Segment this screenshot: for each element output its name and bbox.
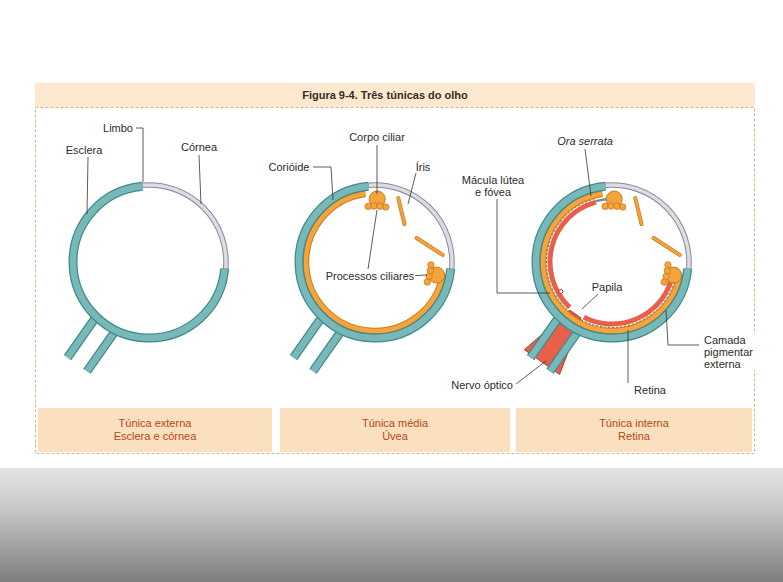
title-band (35, 83, 755, 107)
band-text: Túnica média (362, 417, 428, 430)
choroid (306, 194, 443, 331)
pigment-layer (547, 199, 675, 328)
nerve-sheath (294, 317, 323, 358)
nerve-sheath (550, 330, 579, 371)
part-label: Nervo óptico (450, 379, 514, 391)
leader-line (136, 128, 143, 182)
ciliary-process (365, 203, 371, 209)
nerve-sheath (531, 317, 560, 358)
leader-line (585, 149, 591, 196)
iris (654, 238, 680, 255)
cornea (143, 185, 226, 268)
sclera (531, 185, 689, 371)
figure-title: Figura 9-4. Três túnicas do olho (302, 88, 468, 102)
ciliary-process (424, 279, 430, 285)
part-label: Camada pigmentar externa (703, 334, 767, 370)
nerve-sheath (68, 317, 97, 358)
leader-line (377, 145, 378, 194)
ciliary-process (427, 268, 433, 274)
band-text: Úvea (382, 430, 408, 443)
part-label: Íris (415, 161, 432, 173)
part-label: Retina (633, 384, 667, 396)
part-label: Corpo ciliar (348, 131, 406, 143)
leader-line (199, 155, 201, 204)
iris-outline (398, 198, 404, 224)
ciliary-process (664, 268, 670, 274)
uvea (543, 191, 682, 331)
cornea (369, 185, 452, 268)
tunic-band: Túnica internaRetina (516, 408, 752, 452)
nerve-sheath (87, 330, 116, 371)
leader-line (368, 210, 377, 269)
ciliary-process (614, 203, 620, 209)
nerve-sheath (68, 317, 97, 358)
nerve-sheath (294, 317, 323, 358)
ciliary-process (428, 262, 434, 268)
choroid (543, 194, 680, 331)
part-label: Limbo (102, 122, 134, 134)
part-label: Papila (591, 281, 624, 293)
ciliary-process (371, 203, 377, 209)
band-text: Retina (618, 430, 650, 443)
sclera (68, 185, 226, 371)
ciliary-process (665, 262, 671, 268)
cornea-outline (368, 185, 452, 269)
ciliary-process (377, 203, 383, 209)
leader-line (408, 173, 416, 204)
part-label: Esclera (65, 144, 104, 156)
choroid-outline (543, 194, 680, 331)
cornea (606, 185, 689, 268)
part-label: Córnea (180, 141, 218, 153)
part-label: Processos ciliares (325, 270, 416, 282)
band-text: Túnica externa (119, 417, 192, 430)
ciliary-process (619, 204, 625, 210)
fovea (559, 290, 563, 294)
part-label: Corióide (268, 161, 311, 173)
band-text: Túnica interna (599, 417, 669, 430)
sclera (294, 185, 452, 371)
part-label: Mácula lútea e fóvea (457, 174, 529, 198)
figure-frame (36, 108, 755, 454)
band-text: Esclera e córnea (114, 430, 197, 443)
leader-line (516, 361, 546, 384)
nerve-sheath (87, 330, 116, 371)
iris-outline (635, 198, 641, 224)
ciliary-process (602, 203, 608, 209)
iris (635, 198, 641, 224)
leader-line (666, 310, 699, 345)
tunic-band: Túnica externaEsclera e córnea (38, 408, 272, 452)
iris-outline (654, 238, 680, 255)
uvea (306, 191, 445, 331)
cornea-outline (605, 185, 689, 269)
iris-outline (417, 238, 443, 255)
ciliary-process (661, 279, 667, 285)
leader-line (628, 330, 629, 383)
iris (417, 238, 443, 255)
ciliary-process (608, 203, 614, 209)
leader-line (87, 157, 88, 214)
nerve-sheath (550, 330, 579, 371)
leader-line (582, 294, 598, 309)
choroid-outline (306, 194, 443, 331)
video-bar (0, 468, 783, 582)
nerve-sheath (313, 330, 342, 371)
cornea-outline (142, 185, 226, 269)
part-label: Ora serrata (556, 135, 614, 147)
nerve-sheath (313, 330, 342, 371)
leader-line (497, 199, 550, 293)
leader-line (313, 167, 333, 200)
tunic-band: Túnica médiaÚvea (280, 408, 510, 452)
ciliary-process (382, 204, 388, 210)
iris (398, 198, 404, 224)
nerve-sheath (531, 317, 560, 358)
